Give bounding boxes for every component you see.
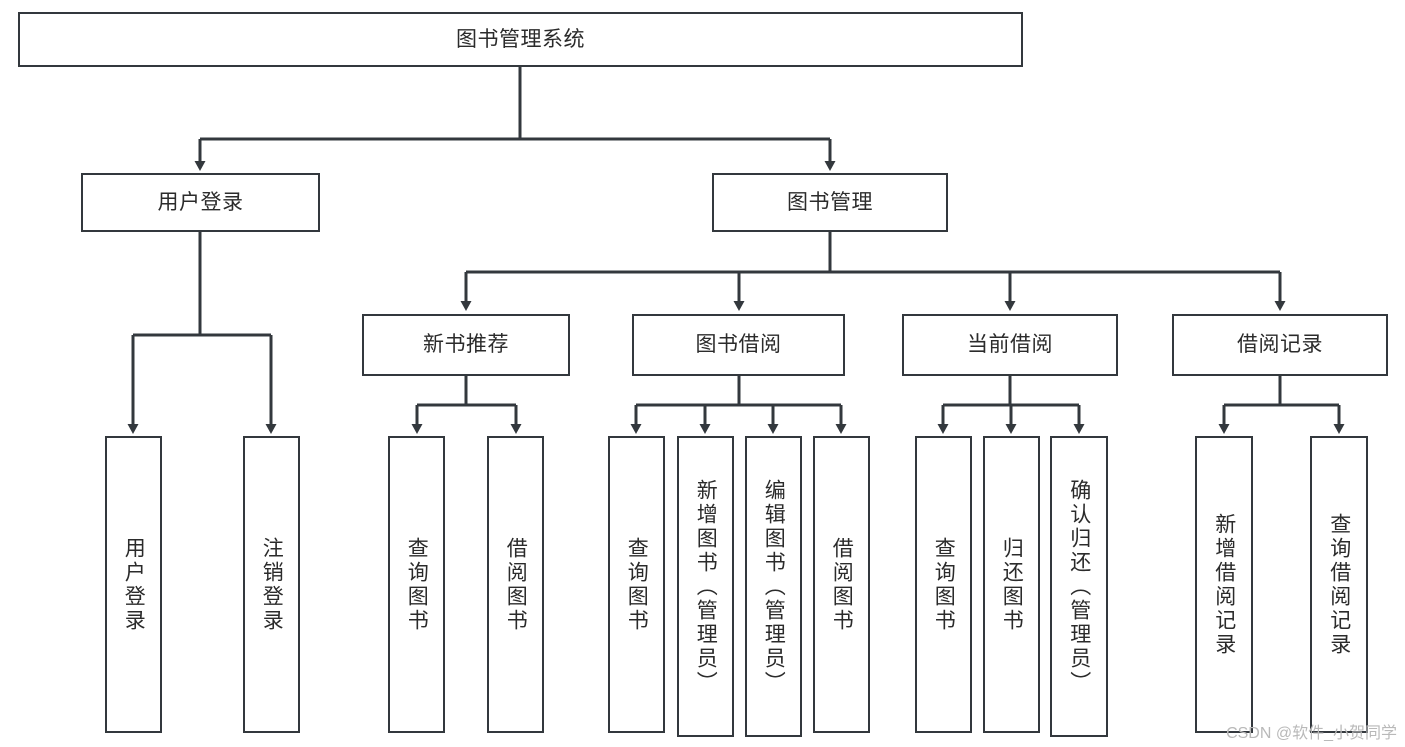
leaf-current-confirm-return-admin[interactable]: 确认归还（管理员） (1050, 436, 1108, 737)
leaf-newbook-query-book[interactable]: 查询图书 (388, 436, 445, 733)
node-label: 图书借阅 (695, 333, 782, 357)
node-label: 查询图书 (405, 536, 429, 633)
node-label: 归还图书 (1000, 536, 1024, 633)
node-label: 图书管理 (787, 190, 873, 214)
leaf-borrow-edit-book-admin[interactable]: 编辑图书（管理员） (745, 436, 802, 737)
node-label: 查询图书 (625, 536, 649, 633)
node-label: 新书推荐 (423, 333, 509, 357)
leaf-user-login[interactable]: 用户登录 (105, 436, 162, 733)
leaf-current-query-book[interactable]: 查询图书 (915, 436, 972, 733)
node-label: 新增借阅记录 (1212, 512, 1236, 657)
node-borrow-records[interactable]: 借阅记录 (1172, 314, 1388, 376)
node-root[interactable]: 图书管理系统 (18, 12, 1023, 67)
node-label: 查询图书 (932, 536, 956, 633)
node-current-borrow[interactable]: 当前借阅 (902, 314, 1118, 376)
node-label: 借阅图书 (830, 536, 854, 633)
node-label: 编辑图书（管理员） (762, 478, 786, 695)
node-label: 注销登录 (260, 536, 284, 633)
leaf-borrow-lend-book[interactable]: 借阅图书 (813, 436, 870, 733)
leaf-borrow-query-book[interactable]: 查询图书 (608, 436, 665, 733)
node-label: 用户登录 (122, 536, 146, 633)
node-book-borrow[interactable]: 图书借阅 (632, 314, 845, 376)
leaf-records-add-record[interactable]: 新增借阅记录 (1195, 436, 1253, 733)
leaf-borrow-add-book-admin[interactable]: 新增图书（管理员） (677, 436, 734, 737)
node-label: 确认归还（管理员） (1067, 478, 1091, 695)
node-label: 当前借阅 (967, 333, 1053, 357)
leaf-user-logout[interactable]: 注销登录 (243, 436, 300, 733)
node-label: 新增图书（管理员） (694, 478, 718, 695)
node-new-book-recommend[interactable]: 新书推荐 (362, 314, 570, 376)
leaf-newbook-borrow-book[interactable]: 借阅图书 (487, 436, 544, 733)
node-label: 图书管理系统 (456, 27, 585, 51)
node-label: 借阅记录 (1237, 333, 1323, 357)
node-label: 用户登录 (157, 190, 244, 214)
node-label: 借阅图书 (504, 536, 528, 633)
leaf-records-query-record[interactable]: 查询借阅记录 (1310, 436, 1368, 733)
node-user-login[interactable]: 用户登录 (81, 173, 320, 232)
node-book-management[interactable]: 图书管理 (712, 173, 948, 232)
leaf-current-return-book[interactable]: 归还图书 (983, 436, 1040, 733)
node-label: 查询借阅记录 (1327, 512, 1351, 657)
